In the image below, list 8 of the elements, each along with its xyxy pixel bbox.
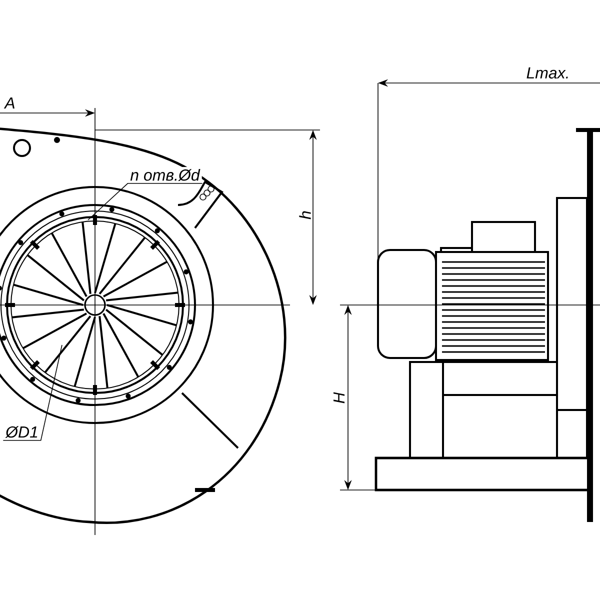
- leader-line: [88, 183, 203, 220]
- leader-label: ØD1: [4, 424, 40, 440]
- dimension-label: h: [299, 211, 311, 220]
- leader-line: [2, 344, 62, 441]
- dimension-label: Lmax.: [526, 67, 568, 79]
- dimension-label: H: [334, 392, 344, 404]
- leader-label: n отв.Ød: [128, 167, 202, 183]
- dimension-label: A: [4, 98, 14, 108]
